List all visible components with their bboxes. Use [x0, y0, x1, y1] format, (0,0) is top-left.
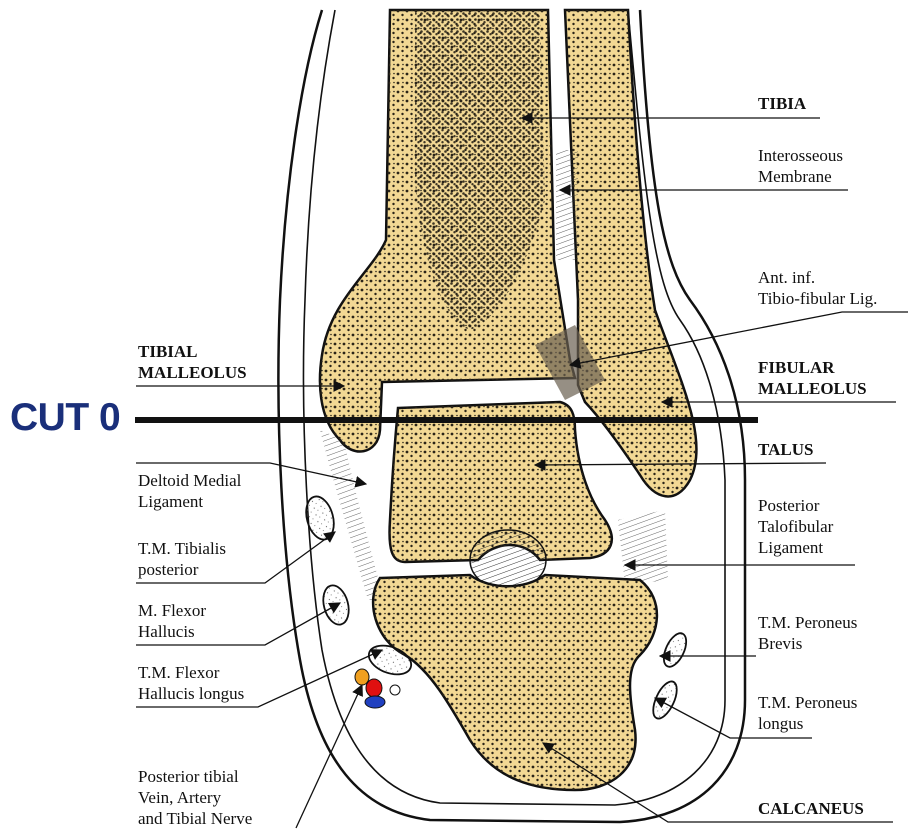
label-interosseous-line2: Membrane: [758, 166, 832, 187]
label-peroneus-longus-line2: longus: [758, 713, 803, 734]
posterior-talofibular-ligament: [618, 510, 668, 585]
label-flexor-longus-line1: T.M. Flexor: [138, 662, 219, 683]
label-interosseous-line1: Interosseous: [758, 145, 843, 166]
label-tibial-malleolus-line1: TIBIAL: [138, 341, 198, 362]
label-peroneus-brevis-line2: Brevis: [758, 633, 802, 654]
label-tibialis-posterior-line2: posterior: [138, 559, 198, 580]
posterior-tibial-vein: [355, 669, 369, 685]
label-deltoid-line2: Ligament: [138, 491, 203, 512]
label-deltoid-line1: Deltoid Medial: [138, 470, 241, 491]
label-calcaneus: CALCANEUS: [758, 798, 864, 819]
label-talus: TALUS: [758, 439, 813, 460]
interosseous-membrane: [556, 150, 578, 260]
label-peroneus-longus-line1: T.M. Peroneus: [758, 692, 857, 713]
label-post-talofibular-line1: Posterior: [758, 495, 819, 516]
label-m-flexor-line1: M. Flexor: [138, 600, 206, 621]
label-post-tibial-line1: Posterior tibial: [138, 766, 239, 787]
posterior-tibial-artery: [366, 679, 382, 697]
label-post-talofibular-line2: Talofibular: [758, 516, 833, 537]
label-peroneus-brevis-line1: T.M. Peroneus: [758, 612, 857, 633]
cut-label: CUT 0: [10, 396, 120, 440]
label-flexor-longus-line2: Hallucis longus: [138, 683, 244, 704]
label-tibial-malleolus-line2: MALLEOLUS: [138, 362, 247, 383]
label-ant-inf-line1: Ant. inf.: [758, 267, 815, 288]
label-tibia: TIBIA: [758, 93, 806, 114]
label-m-flexor-line2: Hallucis: [138, 621, 195, 642]
label-fibular-malleolus-line2: MALLEOLUS: [758, 378, 867, 399]
label-ant-inf-line2: Tibio-fibular Lig.: [758, 288, 877, 309]
label-tibialis-posterior-line1: T.M. Tibialis: [138, 538, 226, 559]
small-vessel: [390, 685, 400, 695]
label-post-talofibular-line3: Ligament: [758, 537, 823, 558]
tibial-nerve: [365, 696, 385, 708]
label-post-tibial-line3: and Tibial Nerve: [138, 808, 252, 829]
label-fibular-malleolus-line1: FIBULAR: [758, 357, 835, 378]
label-post-tibial-line2: Vein, Artery: [138, 787, 221, 808]
